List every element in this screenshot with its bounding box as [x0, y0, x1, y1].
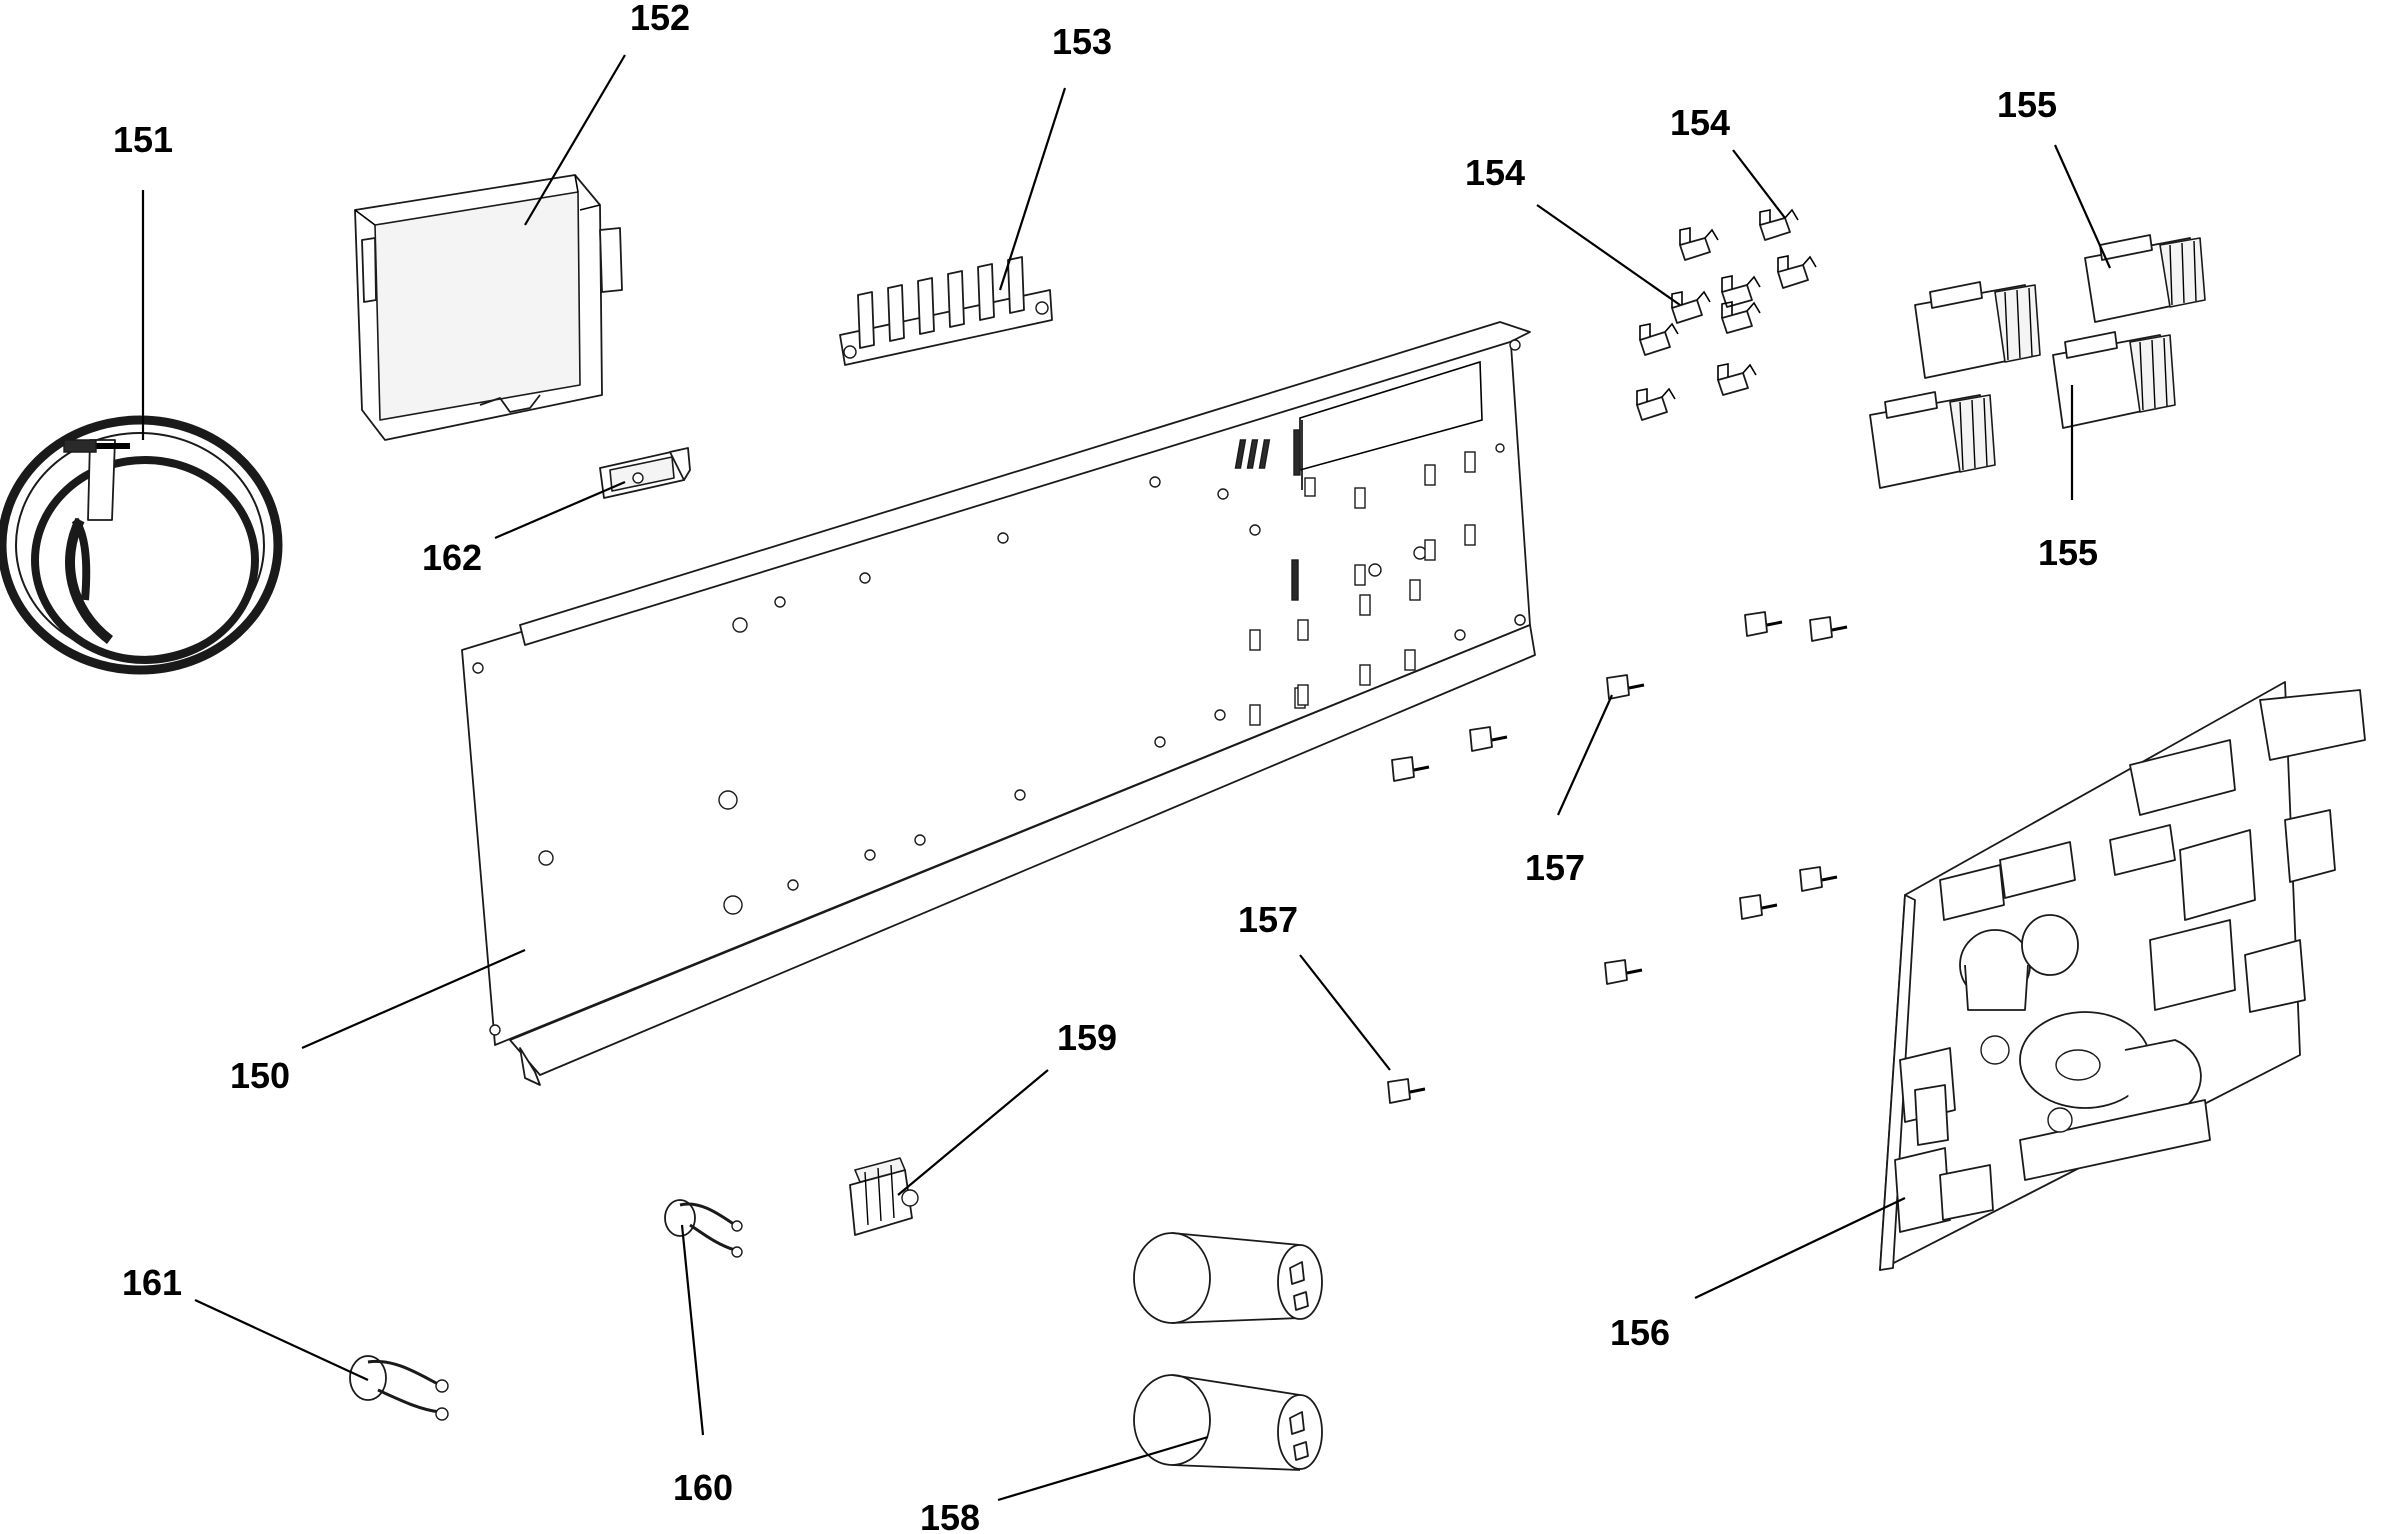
leader-150 [301, 948, 526, 1050]
part-150-mounting-panel [461, 321, 1536, 1086]
callout-157-right: 157 [1525, 847, 1585, 888]
leader-159 [897, 1069, 1049, 1196]
part-154-clips [1636, 208, 1817, 421]
leader-154b [1536, 204, 1681, 306]
leader-154a [1732, 149, 1786, 219]
leader-162 [494, 480, 626, 540]
part-158-capacitors [1133, 1232, 1323, 1475]
leader-158 [997, 1435, 1209, 1502]
callout-159: 159 [1057, 1017, 1117, 1058]
callout-157-center: 157 [1238, 899, 1298, 940]
callout-160: 160 [673, 1467, 733, 1508]
leader-161 [194, 1299, 369, 1381]
callout-154-top: 154 [1670, 102, 1730, 143]
leader-157a [1556, 694, 1614, 816]
callout-151: 151 [113, 119, 173, 160]
callout-156: 156 [1610, 1312, 1670, 1353]
part-153-terminal-block [839, 256, 1053, 366]
leader-155a [2053, 144, 2112, 269]
callout-153: 153 [1052, 21, 1112, 62]
part-162-connector [599, 447, 691, 499]
callout-152: 152 [630, 0, 690, 38]
part-159-connector [849, 1157, 919, 1236]
callout-155-bottom: 155 [2038, 532, 2098, 573]
leader-lines [141, 54, 2112, 1502]
callout-158: 158 [920, 1497, 980, 1534]
leader-157b [1299, 954, 1391, 1071]
leader-153 [998, 87, 1067, 291]
leader-156 [1694, 1197, 1906, 1299]
leader-160 [680, 1224, 705, 1436]
part-152-cover-box [354, 174, 623, 441]
part-160-cable-clip [664, 1199, 743, 1258]
part-161-cable-clip [349, 1355, 449, 1421]
leader-152 [524, 54, 626, 226]
callout-154-left: 154 [1465, 152, 1525, 193]
part-156-circuit-board [1879, 681, 2366, 1271]
callout-150: 150 [230, 1055, 290, 1096]
callout-155-top: 155 [1997, 84, 2057, 125]
part-157-standoffs [1387, 611, 1848, 1104]
part-151-coiled-cable [0, 415, 283, 675]
callout-161: 161 [122, 1262, 182, 1303]
callout-162: 162 [422, 537, 482, 578]
callout-labels: 150 151 152 153 154 154 155 155 156 157 … [113, 0, 2098, 1534]
part-155-relays [1869, 234, 2206, 489]
